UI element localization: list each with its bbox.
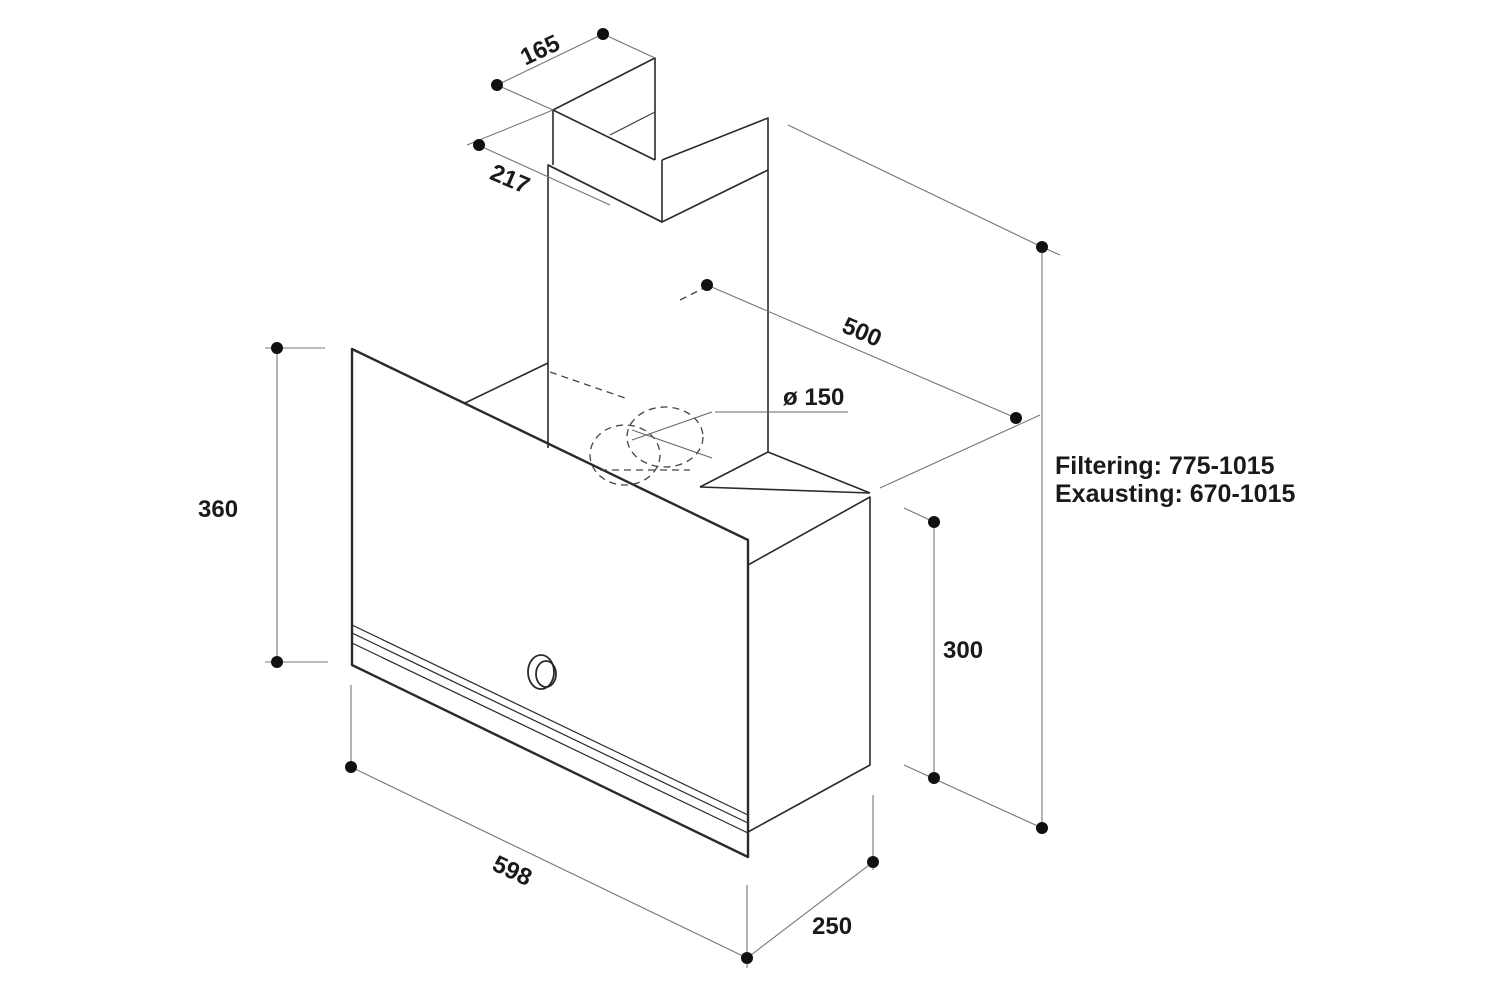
label-outlet-diameter: ø 150 (783, 384, 844, 411)
dimension-dots (271, 28, 1048, 964)
label-chimney-offset: 500 (838, 312, 885, 353)
filtering-height: Filtering: 775-1015 (1055, 452, 1275, 480)
label-width: 598 (488, 850, 536, 891)
exhausting-height: Exausting: 670-1015 (1055, 480, 1296, 508)
label-chimney-depth: 165 (516, 30, 564, 71)
hood-outline (350, 57, 871, 859)
control-knob-icon (527, 654, 557, 690)
hood-side-body (747, 496, 871, 833)
label-depth: 250 (812, 913, 852, 940)
outlet-circle-upper (626, 406, 704, 468)
height-range-note: Filtering: 775-1015 Exausting: 670-1015 (1055, 452, 1295, 508)
chimney-upper-section (552, 57, 656, 165)
label-body-height: 300 (943, 637, 983, 664)
hidden-lines (549, 284, 711, 486)
label-glass-height: 360 (198, 496, 238, 523)
glass-front-panel (350, 347, 750, 859)
chimney-lower-section (547, 164, 769, 452)
outlet-circle-lower (589, 424, 661, 486)
dimension-lines (265, 33, 1061, 968)
label-chimney-width: 217 (486, 159, 533, 200)
